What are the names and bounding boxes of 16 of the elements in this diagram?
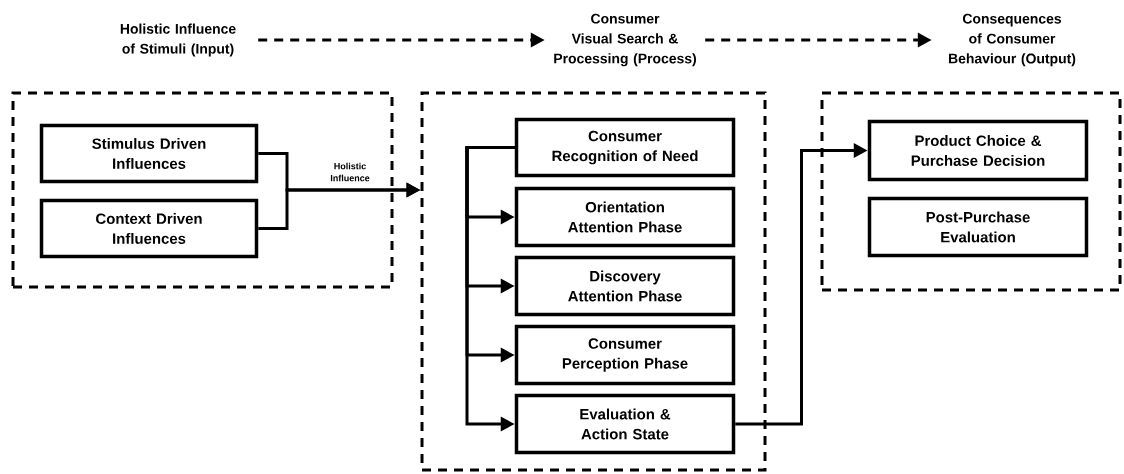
process-box: Discovery Attention Phase xyxy=(514,255,736,317)
process-box: Post-Purchase Evaluation xyxy=(867,196,1089,258)
process-box: Stimulus Driven Influences xyxy=(39,123,259,184)
process-box: Consumer Recognition of Need xyxy=(514,117,736,178)
process-box: Evaluation & Action State xyxy=(514,393,736,455)
heading: Holistic Influence of Stimuli (Input) xyxy=(120,23,236,57)
dashed-group-box xyxy=(11,91,394,289)
process-box: Orientation Attention Phase xyxy=(514,186,736,248)
heading: Consumer Visual Search & Processing (Process) xyxy=(554,13,696,67)
dashed-group-box xyxy=(820,91,1122,292)
process-box: Consumer Perception Phase xyxy=(514,324,736,386)
dashed-group-box xyxy=(420,91,767,472)
heading: Consequences of Consumer Behaviour (Output) xyxy=(949,13,1076,67)
process-box: Context Driven Influences xyxy=(39,198,259,259)
process-box: Product Choice & Purchase Decision xyxy=(867,119,1089,182)
edge-label: Holistic Influence xyxy=(324,161,376,183)
